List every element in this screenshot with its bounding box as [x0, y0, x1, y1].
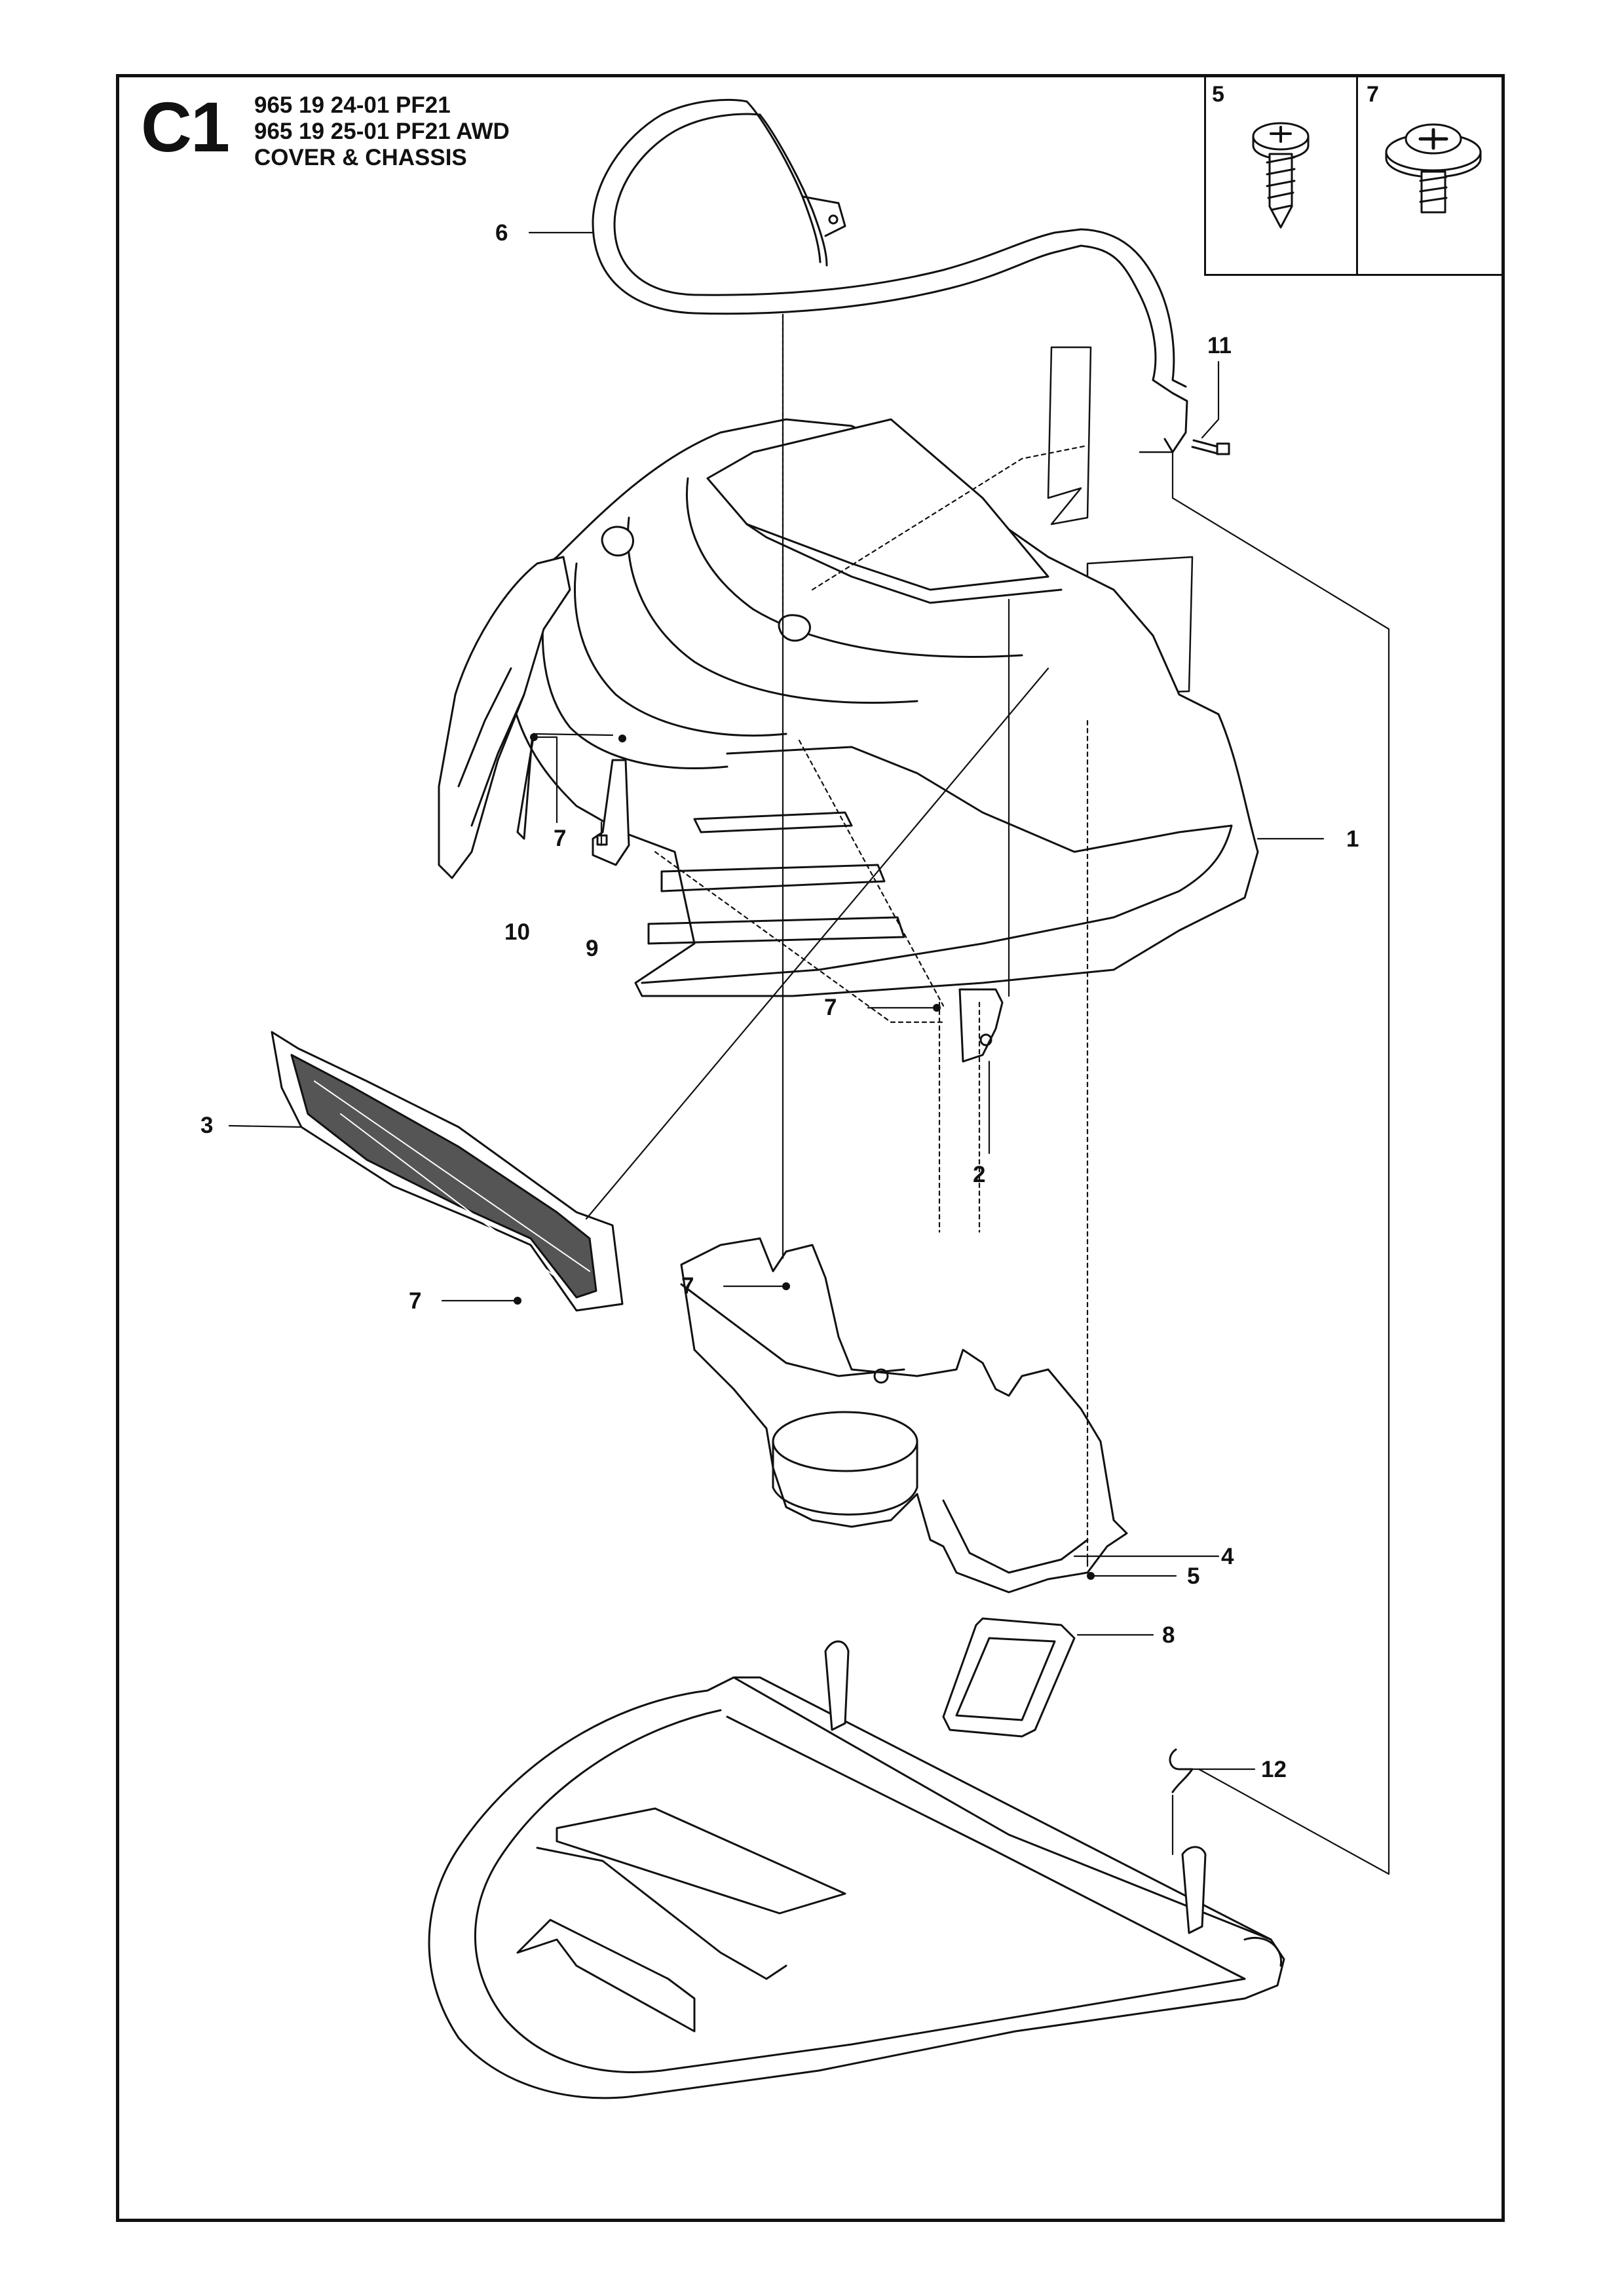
- callout-bolt: 11: [1207, 333, 1232, 358]
- chute-housing: [680, 1237, 1128, 1594]
- callout-bolt-d: 7: [409, 1288, 422, 1314]
- screw-icon: [1252, 122, 1310, 229]
- leader-lines: [228, 231, 1390, 1875]
- bolt-part: [1191, 439, 1230, 455]
- callout-bracket: 9: [586, 936, 599, 961]
- inset-label-bolt: 7: [1367, 82, 1379, 107]
- clip-part: [516, 733, 535, 840]
- callout-bolt-c: 7: [681, 1273, 694, 1299]
- inset-divider: [1356, 74, 1358, 276]
- pin-clip: [1169, 1748, 1194, 1793]
- callout-plate: 2: [973, 1162, 986, 1187]
- callout-pin-clip: 12: [1261, 1757, 1287, 1782]
- callout-screw: 5: [1187, 1563, 1200, 1589]
- gasket-part: [942, 1617, 1076, 1738]
- model-number-2: 965 19 25-01 PF21 AWD: [254, 119, 510, 144]
- cover-side-panel: [438, 556, 571, 879]
- callout-gasket: 8: [1162, 1622, 1175, 1648]
- callout-bolt-b: 7: [824, 995, 837, 1020]
- bolt-icon: [1385, 123, 1482, 214]
- page-code: C1: [141, 87, 230, 166]
- inset-label-screw: 5: [1212, 82, 1224, 107]
- model-number-1: 965 19 24-01 PF21: [254, 92, 451, 118]
- chassis-frame: [428, 1640, 1285, 2099]
- roll-bar: [592, 98, 1188, 453]
- section-title: COVER & CHASSIS: [254, 145, 467, 170]
- callout-clip: 10: [504, 919, 530, 945]
- hardware-inset-box: [1204, 74, 1505, 276]
- callout-roll-bar: 6: [495, 220, 508, 246]
- callout-grille: 3: [200, 1113, 214, 1138]
- callout-main-cover: 1: [1346, 826, 1359, 852]
- drawing-frame: [116, 74, 1505, 2222]
- main-cover: [508, 418, 1259, 997]
- leader-dots: [514, 733, 1095, 1580]
- plate-part: [958, 988, 1004, 1063]
- callout-chute-housing: 4: [1221, 1544, 1234, 1569]
- grille-part: [271, 1031, 624, 1312]
- callout-bolt-a: 7: [554, 826, 567, 851]
